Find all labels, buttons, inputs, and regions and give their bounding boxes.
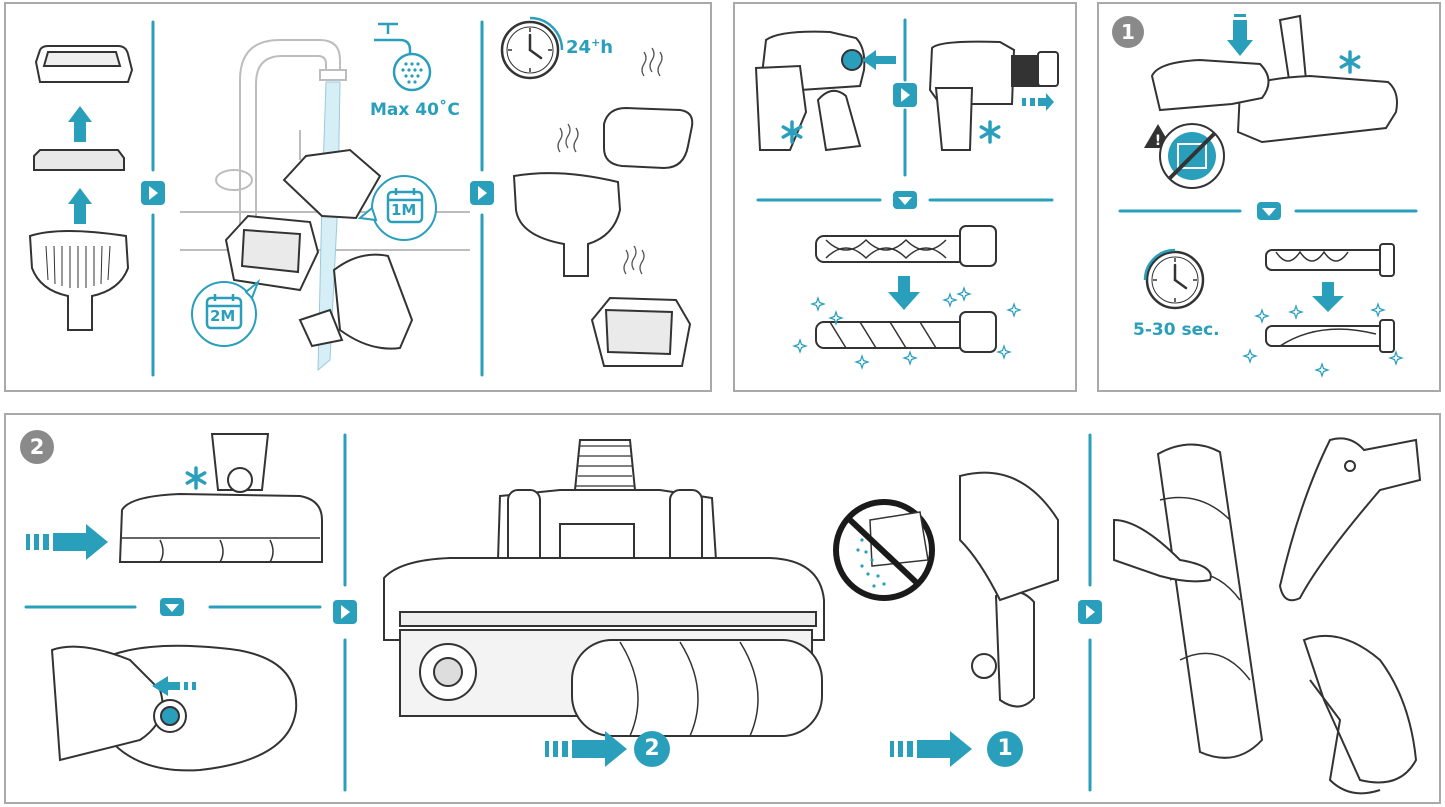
floor-head-small	[118, 433, 323, 563]
hand-release-button	[50, 644, 298, 772]
arrow-down-icon	[1227, 20, 1253, 56]
drying-time-unit: h	[600, 37, 614, 58]
panel-filter-washing	[4, 2, 712, 392]
arrow-next-icon	[893, 83, 917, 107]
arrow-down-icon	[893, 191, 917, 209]
arrow-next-icon	[1078, 600, 1102, 624]
arrow-up-icon	[68, 106, 92, 224]
no-spray-warning	[833, 499, 935, 601]
arrow-right-icon	[890, 731, 972, 767]
arrow-right-icon	[26, 524, 108, 560]
arrow-next-icon	[333, 600, 357, 624]
panel-roller-removal	[4, 413, 1441, 804]
arrow-next-icon	[470, 181, 494, 205]
roller-cleaning	[1113, 443, 1264, 759]
asterisk-icon	[1339, 50, 1361, 74]
arrow-right-icon	[1022, 93, 1054, 111]
drying-time-value: 24	[566, 37, 592, 58]
arrow-down-icon	[888, 276, 920, 310]
arrow-next-icon	[141, 181, 165, 205]
panel-brush-cleaning	[1097, 2, 1441, 392]
max-temperature-label: Max 40˚C	[370, 100, 460, 120]
filter-assembly-exploded	[28, 45, 134, 331]
arrow-left-icon	[152, 676, 196, 696]
arrow-down-icon	[1257, 202, 1281, 220]
interval-1-month: 1M	[391, 201, 417, 219]
washed-filters	[224, 148, 414, 350]
nozzle-side-view	[754, 30, 1059, 152]
order-badge-first: 2	[634, 731, 670, 767]
brush-roll-clean	[815, 311, 997, 353]
step-badge-1: 1	[1112, 16, 1144, 48]
hand-cloth	[1302, 634, 1418, 795]
panel-brush-removal	[733, 2, 1077, 392]
calendar-icon	[191, 278, 261, 347]
brush-roll-clean	[1265, 319, 1395, 353]
drying-time-plus: +	[591, 36, 601, 49]
calendar-icon	[357, 175, 437, 241]
endcap-hand	[959, 471, 1059, 708]
drying-parts	[512, 106, 694, 367]
cleaning-duration-label: 5-30 sec.	[1133, 320, 1220, 340]
arrow-down-icon	[160, 598, 184, 616]
no-brush-warning: !	[1144, 123, 1225, 189]
brush-roll-dirty	[815, 225, 997, 267]
clock-icon	[1145, 250, 1205, 310]
arrow-down-icon	[1312, 282, 1344, 312]
floor-head-open	[383, 439, 825, 737]
arrow-left-icon	[862, 50, 896, 70]
vacuum-floor-head	[1150, 14, 1398, 144]
brush-roll-tangled	[1265, 243, 1395, 277]
clock-icon	[500, 20, 560, 80]
handheld-unit	[1278, 437, 1422, 602]
asterisk-icon	[185, 466, 207, 490]
tap-icon	[374, 22, 432, 92]
steam-lines	[557, 47, 663, 275]
svg-text:!: !	[1155, 133, 1161, 149]
asterisk-icon	[979, 120, 1001, 144]
order-badge-second: 1	[987, 731, 1023, 767]
interval-2-month: 2M	[210, 307, 236, 325]
drying-time-label: 24+h	[566, 36, 613, 58]
step-badge-2: 2	[20, 430, 54, 464]
